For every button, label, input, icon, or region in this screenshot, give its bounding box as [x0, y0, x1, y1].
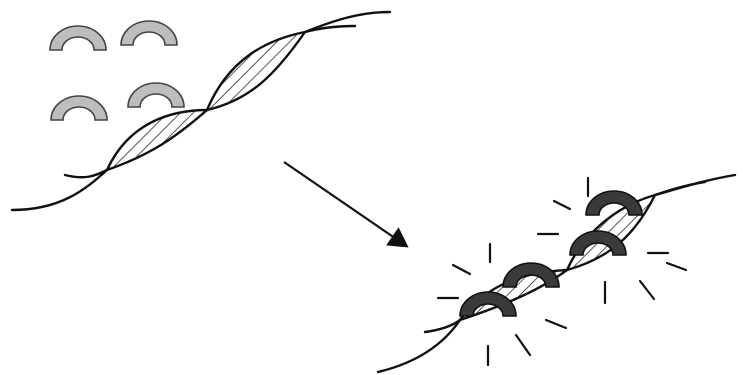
bound-dye-molecule [586, 191, 642, 215]
fluorescence-ray [516, 335, 530, 355]
free-dye-molecules [50, 21, 184, 120]
dna-groove-bound-upper [567, 195, 655, 270]
fluorescence-ray [554, 201, 570, 209]
bound-dye-molecules [460, 191, 642, 316]
free-dye-molecule [128, 83, 184, 107]
dna-duplex-bound [378, 175, 735, 372]
fluorescence-ray [640, 281, 654, 299]
transition-arrow [284, 162, 405, 245]
fluorescence-ray [546, 320, 566, 328]
dna-groove-upper [207, 32, 305, 110]
free-dye-molecule [51, 96, 107, 120]
fluorescence-ray [667, 263, 686, 270]
fluorescence-ray [453, 265, 470, 274]
free-dye-molecule [121, 21, 177, 45]
free-dye-molecule [50, 26, 106, 50]
